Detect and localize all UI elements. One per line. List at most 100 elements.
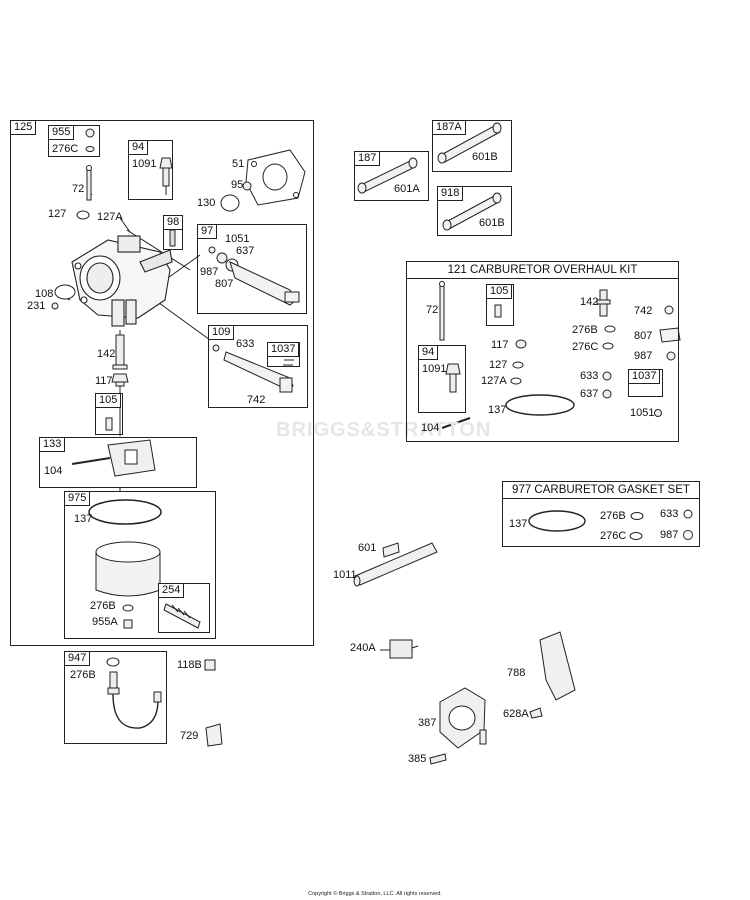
leader-box-97 (164, 254, 201, 281)
box-975 (64, 491, 216, 639)
tag-ok-105: 105 (486, 284, 513, 299)
box-187A (432, 120, 512, 172)
label-gs-633: 633 (660, 508, 679, 520)
label-637: 637 (236, 245, 255, 257)
box-125 (10, 120, 314, 646)
label-1091: 1091 (132, 158, 157, 170)
label-601: 601 (358, 542, 377, 554)
label-ok-987: 987 (634, 350, 653, 362)
overhaul-kit-title: 121 CARBURETOR OVERHAUL KIT (407, 262, 678, 279)
tag-187A: 187A (432, 120, 466, 135)
label-ok-104: 104 (421, 422, 440, 434)
label-231: 231 (27, 300, 46, 312)
leader-box-109 (154, 299, 211, 341)
box-918 (437, 186, 512, 236)
label-118B: 118B (177, 659, 202, 671)
label-807: 807 (215, 278, 234, 290)
part-51-gasket (245, 149, 306, 206)
label-95: 95 (231, 179, 244, 191)
label-127: 127 (48, 208, 67, 220)
tag-94: 94 (128, 140, 149, 155)
leader-127A (119, 217, 131, 233)
tag-187: 187 (354, 151, 381, 166)
label-1051: 1051 (225, 233, 250, 245)
label-ok-72: 72 (426, 304, 439, 316)
tag-254: 254 (158, 583, 185, 598)
label-788: 788 (507, 667, 526, 679)
label-601B-a: 601B (472, 151, 498, 163)
tag-133: 133 (39, 437, 66, 452)
tag-975: 975 (64, 491, 91, 506)
label-gs-987: 987 (660, 529, 679, 541)
carburetor-body (71, 235, 173, 327)
label-633: 633 (236, 338, 255, 350)
tag-109: 109 (208, 325, 235, 340)
label-ok-276B: 276B (572, 324, 598, 336)
label-142: 142 (97, 348, 116, 360)
label-gs-276C: 276C (600, 530, 627, 542)
label-ok-127A: 127A (481, 375, 507, 387)
part-127-washer (76, 210, 90, 220)
label-742: 742 (247, 394, 266, 406)
label-ok-1051: 1051 (630, 407, 655, 419)
label-51: 51 (232, 158, 245, 170)
tag-ok-1037: 1037 (628, 369, 661, 384)
label-104: 104 (44, 465, 63, 477)
label-ok-142: 142 (580, 296, 599, 308)
tag-105: 105 (95, 393, 122, 408)
tag-ok-94: 94 (418, 345, 439, 360)
box-overhaul-kit: 121 CARBURETOR OVERHAUL KIT (406, 261, 679, 442)
box-94 (128, 140, 173, 200)
tag-125: 125 (10, 120, 37, 135)
label-729: 729 (180, 730, 199, 742)
label-ok-633: 633 (580, 370, 599, 382)
label-130: 130 (197, 197, 216, 209)
box-187 (354, 151, 429, 201)
label-987: 987 (200, 266, 219, 278)
label-276C: 276C (52, 143, 79, 155)
label-127A: 127A (97, 211, 123, 223)
box-133 (39, 437, 197, 488)
tag-955: 955 (48, 125, 75, 140)
label-gs-137: 137 (509, 518, 528, 530)
label-ok-137: 137 (488, 404, 507, 416)
label-137: 137 (74, 513, 93, 525)
label-ok-117: 117 (491, 339, 509, 351)
label-385: 385 (408, 753, 427, 765)
label-601A: 601A (394, 183, 420, 195)
tag-97: 97 (197, 224, 218, 239)
label-ok-276C: 276C (572, 341, 599, 353)
label-ok-637: 637 (580, 388, 599, 400)
tag-918: 918 (437, 186, 464, 201)
label-ok-127: 127 (489, 359, 508, 371)
label-628A: 628A (503, 708, 529, 720)
label-387: 387 (418, 717, 437, 729)
box-97 (197, 224, 307, 314)
box-ok-94 (418, 345, 466, 413)
label-ok-807: 807 (634, 330, 653, 342)
label-601B-b: 601B (479, 217, 505, 229)
label-276B: 276B (90, 600, 116, 612)
box-gasket-set: 977 CARBURETOR GASKET SET (502, 481, 700, 547)
gasket-set-title: 977 CARBURETOR GASKET SET (503, 482, 699, 499)
tag-98: 98 (163, 215, 184, 230)
label-gs-276B: 276B (600, 510, 626, 522)
part-130-plate (220, 194, 240, 212)
label-240A: 240A (350, 642, 376, 654)
label-117: 117 (95, 375, 113, 387)
copyright: Copyright © Briggs & Stratton, LLC. All … (308, 891, 442, 897)
label-108: 108 (35, 288, 54, 300)
tag-947: 947 (64, 651, 91, 666)
watermark: BRIGGS&STRATTON (276, 419, 492, 441)
label-ok-1091: 1091 (422, 363, 447, 375)
label-1011: 1011 (333, 569, 357, 581)
label-72: 72 (72, 183, 85, 195)
box-947 (64, 651, 167, 744)
label-276B-947: 276B (70, 669, 96, 681)
label-ok-742: 742 (634, 305, 653, 317)
box-109 (208, 325, 308, 408)
label-955A: 955A (92, 616, 118, 628)
tag-1037: 1037 (267, 342, 300, 357)
